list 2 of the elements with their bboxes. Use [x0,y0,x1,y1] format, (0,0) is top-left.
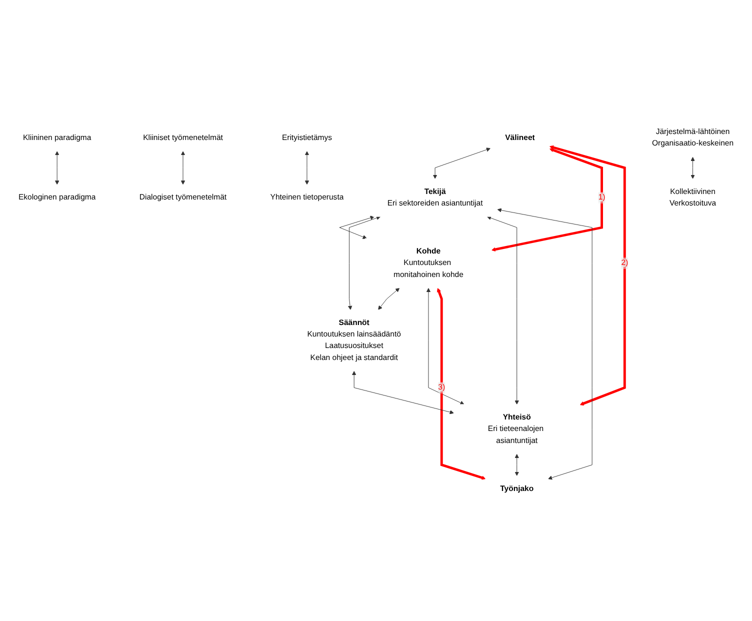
arrow [549,145,626,406]
arrow [491,148,603,252]
